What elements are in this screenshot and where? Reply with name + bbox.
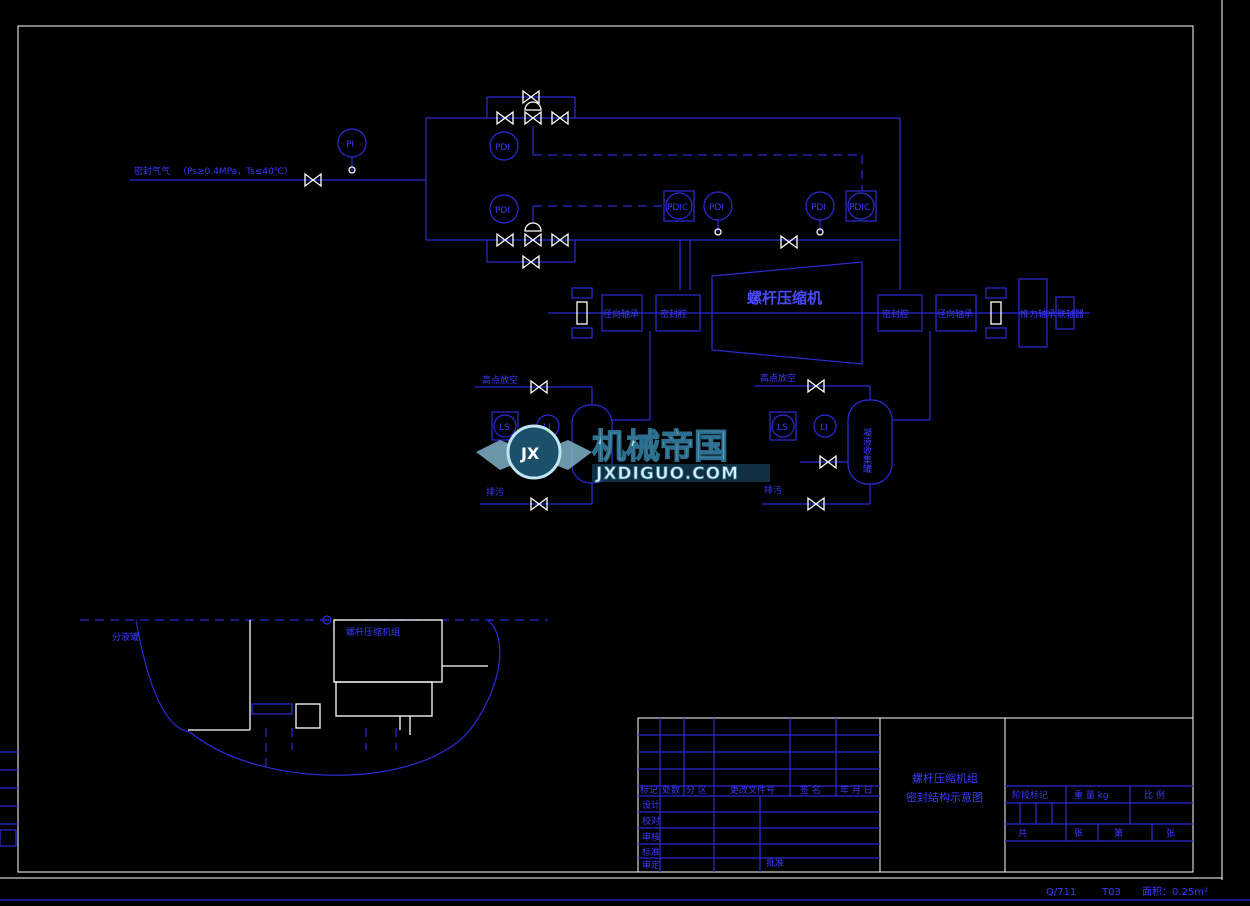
right-bearing-text: 径向轴承 bbox=[937, 308, 973, 320]
inner-frame bbox=[17, 25, 1194, 873]
steam-spec: （Ps≥0.4MPa，Ts≤40℃） bbox=[178, 166, 293, 177]
layout-sketch: 分液罐 螺杆压缩机组 bbox=[80, 615, 548, 776]
pdi-mid-left-text: PDI bbox=[709, 203, 724, 213]
vent-left-text: 高点放空 bbox=[482, 374, 518, 386]
tank-right-text: 凝液收集罐 bbox=[861, 428, 872, 474]
compressor-label: 螺杆压缩机 bbox=[747, 289, 822, 307]
coupling-text: 联轴器 bbox=[1057, 308, 1084, 320]
role-approver: 批准 bbox=[766, 857, 784, 869]
pi-gauge-circle bbox=[337, 128, 367, 158]
hdr-count: 处数 bbox=[662, 784, 680, 796]
sheet-unit1: 张 bbox=[1074, 828, 1083, 839]
right-tank-assembly: 高点放空 凝液收集罐 LS LI 排污 bbox=[755, 372, 930, 511]
footer-codes: Q/711 T03 面积：0.25m² bbox=[1046, 886, 1208, 898]
ls-right-text: LS bbox=[777, 423, 788, 433]
sheet-unit2: 张 bbox=[1166, 828, 1175, 839]
pdi-upper-text: PDI bbox=[495, 143, 510, 153]
sketch-mid-label: 螺杆压缩机组 bbox=[346, 626, 400, 638]
watermark-cn: 机械帝国 bbox=[592, 427, 728, 467]
role-approve-final: 审定 bbox=[642, 859, 660, 871]
drain-left-text: 排污 bbox=[486, 486, 504, 498]
left-seal-text: 密封腔 bbox=[660, 308, 687, 320]
left-edge-ticks bbox=[0, 751, 18, 847]
gear-badge-icon bbox=[506, 424, 562, 480]
hdr-zone: 分 区 bbox=[686, 785, 707, 796]
title-line1: 螺杆压缩机组 bbox=[912, 771, 978, 785]
hdr-doc: 更改文件号 bbox=[730, 784, 775, 796]
left-bearing-text: 径向轴承 bbox=[603, 308, 639, 320]
drain-right-text: 排污 bbox=[764, 484, 782, 496]
footer-code2: T03 bbox=[1101, 887, 1121, 898]
role-design: 设计 bbox=[642, 799, 660, 811]
sheet-no: 第 bbox=[1114, 827, 1123, 839]
hdr-date: 年 月 日 bbox=[840, 784, 873, 796]
footer-area: 面积：0.25m² bbox=[1142, 886, 1208, 898]
stage-weight: 重 量 kg bbox=[1074, 789, 1109, 801]
watermark: JX 机械帝国 JXDIGUO.COM bbox=[476, 424, 770, 484]
hdr-sign: 签 名 bbox=[800, 784, 821, 796]
ls-left-text: LS bbox=[499, 423, 510, 433]
watermark-badge: JX bbox=[520, 444, 540, 463]
mid-valve-icon bbox=[780, 235, 798, 249]
li-right-text: LI bbox=[820, 423, 828, 433]
watermark-en: JXDIGUO.COM bbox=[595, 464, 739, 484]
footer-code1: Q/711 bbox=[1046, 887, 1076, 898]
stage-mark: 阶段标记 bbox=[1012, 789, 1048, 801]
pdi-lower-text: PDI bbox=[495, 206, 510, 216]
role-standard: 标准 bbox=[642, 846, 660, 858]
title-line2: 密封结构示意图 bbox=[906, 790, 983, 804]
control-instruments: PDIC PDI PDI PDIC bbox=[663, 190, 877, 236]
pdic-left-text: PDIC bbox=[667, 203, 688, 213]
lower-branch: PDI bbox=[426, 194, 900, 290]
vent-right-text: 高点放空 bbox=[760, 372, 796, 384]
sketch-left-label: 分液罐 bbox=[112, 631, 139, 643]
sheet-total: 共 bbox=[1018, 828, 1027, 839]
pi-top-text: PI bbox=[346, 140, 354, 150]
title-block: 标记 处数 分 区 更改文件号 签 名 年 月 日 设计 校对 审核 标准 审定… bbox=[637, 717, 1194, 873]
hdr-mark: 标记 bbox=[640, 784, 658, 796]
compressor-row: 径向轴承 密封腔 螺杆压缩机 密封腔 径向轴承 推力轴承 联轴器 bbox=[548, 261, 1090, 420]
steam-label: 密封气气 bbox=[134, 165, 170, 177]
role-review: 审核 bbox=[642, 831, 660, 843]
pdi-mid-right-text: PDI bbox=[811, 203, 826, 213]
steam-inlet: 密封气气 （Ps≥0.4MPa，Ts≤40℃） PI bbox=[130, 128, 426, 187]
thrust-text: 推力轴承 bbox=[1020, 308, 1056, 320]
right-seal-text: 密封腔 bbox=[882, 308, 909, 320]
compressor-body bbox=[711, 261, 863, 365]
upper-branch: PDI bbox=[425, 90, 901, 290]
pdic-right-text: PDIC bbox=[849, 203, 870, 213]
role-check: 校对 bbox=[642, 815, 660, 827]
stage-scale: 比 例 bbox=[1144, 789, 1165, 801]
